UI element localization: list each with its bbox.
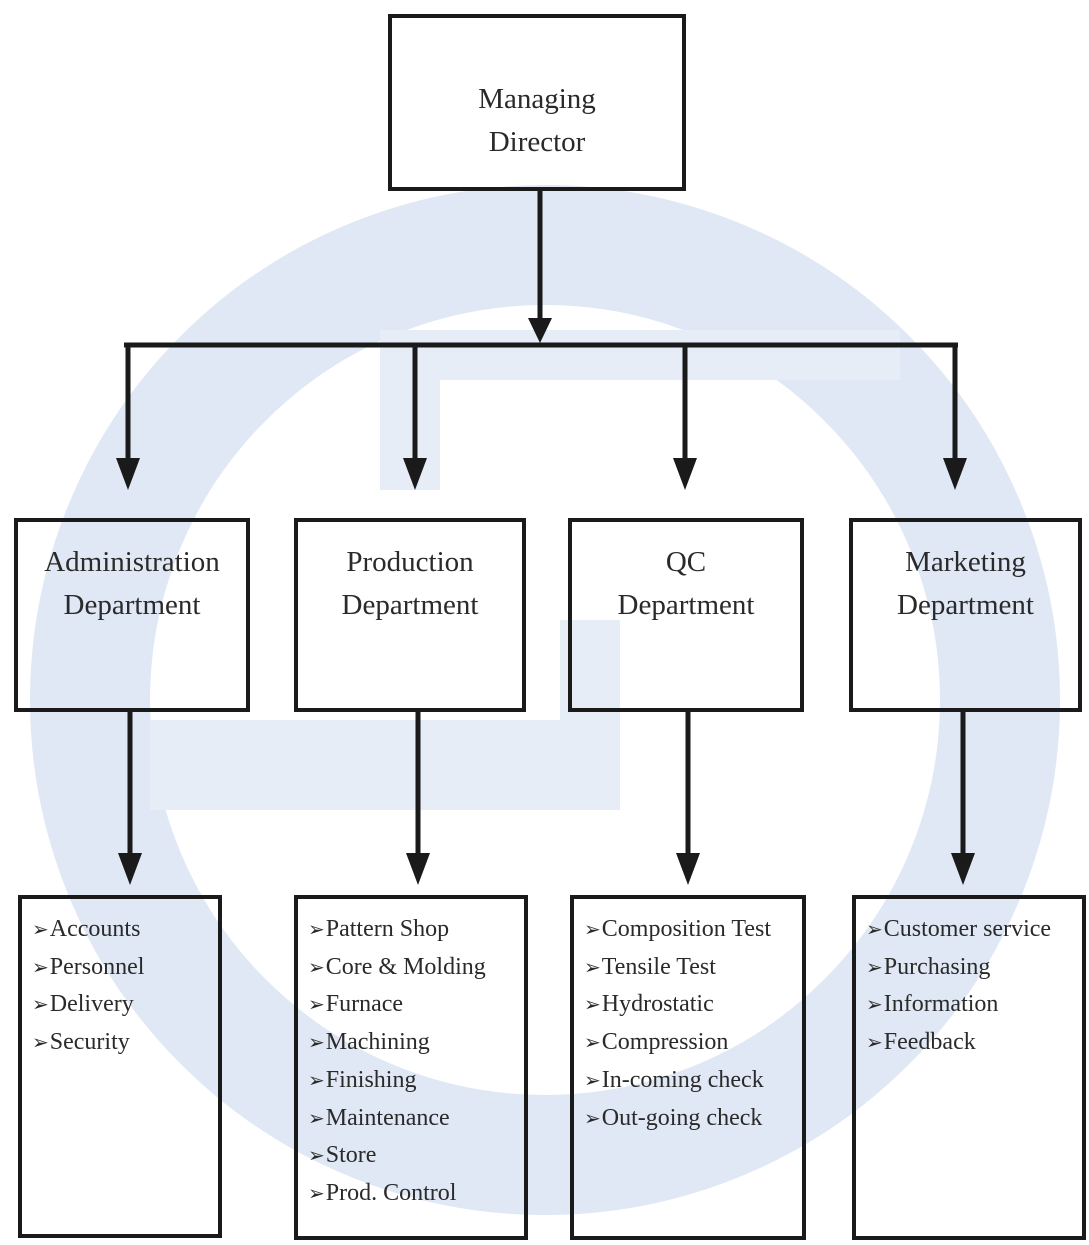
arrowhead-bullet-icon: ➢ xyxy=(308,956,325,979)
arrowhead-icon xyxy=(118,853,142,885)
arrowhead-bullet-icon: ➢ xyxy=(308,1182,325,1205)
arrowhead-bullet-icon: ➢ xyxy=(32,956,49,979)
department-label: Department xyxy=(617,589,755,621)
arrowhead-icon xyxy=(528,318,552,343)
arrowhead-icon xyxy=(951,853,975,885)
list-item: ➢Delivery xyxy=(32,991,134,1018)
arrowhead-bullet-icon: ➢ xyxy=(584,919,601,941)
arrowhead-bullet-icon: ➢ xyxy=(308,1032,325,1055)
managing-director-line1: Managing xyxy=(478,83,596,115)
production-functions-box: ➢Pattern Shop ➢Core & Molding ➢Furnace ➢… xyxy=(294,895,528,1240)
arrowhead-bullet-icon: ➢ xyxy=(308,994,325,1017)
arrowhead-bullet-icon: ➢ xyxy=(308,1069,325,1092)
arrowhead-bullet-icon: ➢ xyxy=(308,1107,325,1130)
managing-director-line2: Director xyxy=(488,126,586,158)
list-item: ➢Hydrostatic xyxy=(584,991,714,1018)
arrowhead-bullet-icon: ➢ xyxy=(32,994,49,1017)
arrowhead-bullet-icon: ➢ xyxy=(308,919,325,941)
arrowhead-bullet-icon: ➢ xyxy=(584,1069,601,1092)
arrowhead-bullet-icon: ➢ xyxy=(584,994,601,1017)
qc-department-box: QC Department xyxy=(568,518,804,712)
arrowhead-icon xyxy=(406,853,430,885)
list-item: ➢Furnace xyxy=(308,991,404,1018)
list-item: ➢Accounts xyxy=(32,916,141,942)
list-item: ➢In-coming check xyxy=(584,1066,764,1093)
arrowhead-bullet-icon: ➢ xyxy=(866,956,883,979)
department-label: Department xyxy=(341,589,479,621)
arrowhead-bullet-icon: ➢ xyxy=(866,919,883,941)
list-item: ➢Maintenance xyxy=(308,1104,450,1131)
list-item: ➢Store xyxy=(308,1142,377,1169)
list-item: ➢Finishing xyxy=(308,1066,417,1093)
list-item: ➢Information xyxy=(866,991,999,1018)
department-label: Department xyxy=(897,589,1034,621)
arrowhead-bullet-icon: ➢ xyxy=(866,994,883,1017)
list-item: ➢Feedback xyxy=(866,1029,976,1056)
list-item: ➢Tensile Test xyxy=(584,953,716,980)
arrowhead-icon xyxy=(116,458,140,490)
arrowhead-bullet-icon: ➢ xyxy=(584,956,601,979)
list-item: ➢Pattern Shop xyxy=(308,916,450,942)
production-function-list: ➢Pattern Shop ➢Core & Molding ➢Furnace ➢… xyxy=(308,911,524,1213)
production-department-box: Production Department xyxy=(294,518,526,712)
marketing-department-box: Marketing Department xyxy=(849,518,1082,712)
arrowhead-icon xyxy=(943,458,967,490)
arrowhead-bullet-icon: ➢ xyxy=(308,1145,325,1168)
arrowhead-bullet-icon: ➢ xyxy=(584,1032,601,1055)
marketing-function-list: ➢Customer service ➢Purchasing ➢Informati… xyxy=(866,911,1082,1062)
arrowhead-icon xyxy=(403,458,427,490)
list-item: ➢Prod. Control xyxy=(308,1179,457,1206)
arrowhead-bullet-icon: ➢ xyxy=(32,1032,49,1055)
administration-functions-box: ➢Accounts ➢Personnel ➢Delivery ➢Security xyxy=(18,895,222,1238)
marketing-functions-box: ➢Customer service ➢Purchasing ➢Informati… xyxy=(852,895,1086,1240)
department-name: QC xyxy=(665,546,707,578)
list-item: ➢Purchasing xyxy=(866,953,991,980)
list-item: ➢Machining xyxy=(308,1029,430,1056)
list-item: ➢Core & Molding xyxy=(308,953,486,980)
department-label: Department xyxy=(63,589,201,621)
arrowhead-icon xyxy=(676,853,700,885)
managing-director-box: Managing Director xyxy=(388,14,686,191)
qc-function-list: ➢Composition Test ➢Tensile Test ➢Hydrost… xyxy=(584,911,802,1137)
department-name: Administration xyxy=(44,546,220,578)
list-item: ➢Customer service xyxy=(866,916,1052,942)
administration-department-box: Administration Department xyxy=(14,518,250,712)
list-item: ➢Composition Test xyxy=(584,916,771,942)
administration-function-list: ➢Accounts ➢Personnel ➢Delivery ➢Security xyxy=(32,911,218,1062)
list-item: ➢Out-going check xyxy=(584,1104,763,1131)
department-name: Production xyxy=(346,546,474,578)
list-item: ➢Compression xyxy=(584,1029,729,1056)
arrowhead-bullet-icon: ➢ xyxy=(866,1032,883,1055)
department-name: Marketing xyxy=(905,546,1026,578)
arrowhead-icon xyxy=(673,458,697,490)
qc-functions-box: ➢Composition Test ➢Tensile Test ➢Hydrost… xyxy=(570,895,806,1240)
arrowhead-bullet-icon: ➢ xyxy=(584,1107,601,1130)
list-item: ➢Personnel xyxy=(32,953,145,980)
arrowhead-bullet-icon: ➢ xyxy=(32,919,49,941)
list-item: ➢Security xyxy=(32,1029,130,1056)
